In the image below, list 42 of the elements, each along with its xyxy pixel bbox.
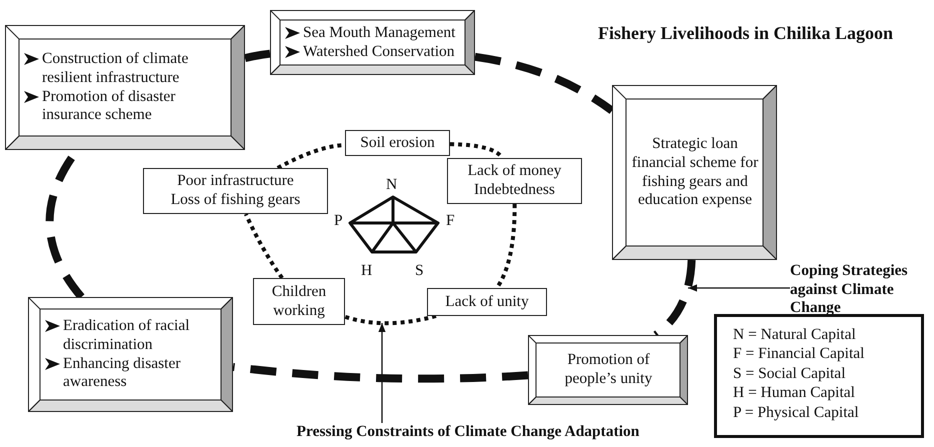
box-text: Indebtedness: [474, 181, 555, 200]
dashed-connector: [232, 363, 528, 383]
legend-text: N = Natural Capital: [733, 325, 857, 344]
dashed-connector: [474, 52, 614, 114]
leader-arrow: [378, 323, 386, 423]
box-text: Promotion of people’s unity: [564, 351, 654, 389]
annotation-text: Pressing Constraints of Climate Change Adaptation: [296, 423, 640, 440]
legend-text: H = Human Capital: [733, 383, 856, 402]
dotted-connector: [450, 142, 504, 160]
box-text: Loss of fishing gears: [170, 191, 300, 210]
box-text: Lack of money: [468, 162, 562, 181]
legend-text: F = Financial Capital: [733, 344, 866, 364]
constraint-box: [345, 130, 450, 156]
constraint-box: [253, 278, 345, 325]
annotation-text: Coping Strategies against Climate Change: [790, 262, 908, 316]
legend-text: P = Physical Capital: [733, 402, 860, 422]
constraint-box: [427, 288, 547, 316]
box-text: Lack of unity: [445, 292, 529, 312]
legend-text: S = Social Capital: [733, 364, 846, 384]
constraint-box: [143, 168, 328, 214]
dotted-connector: [244, 213, 284, 280]
box-text: Soil erosion: [360, 134, 435, 152]
bullet-text: Eradication of racial discrimination: [63, 317, 191, 354]
dotted-connector: [344, 314, 436, 326]
dotted-connector: [495, 204, 517, 290]
bullet-text: Promotion of disaster insurance scheme: [42, 88, 176, 125]
capital-letter: N: [386, 176, 398, 194]
title: Fishery Livelihoods in Chilika Lagoon: [598, 23, 894, 44]
capital-letter: H: [361, 262, 372, 280]
capital-letter: F: [446, 212, 455, 230]
capital-letter: S: [415, 262, 424, 280]
constraint-box: [447, 158, 582, 204]
dashed-connector: [244, 50, 270, 62]
bullet-text: Construction of climate resilient infrastructure: [42, 50, 190, 88]
leader-arrow: [688, 284, 790, 292]
box-text: Children working: [270, 282, 328, 320]
box-text: Strategic loan financial scheme for fishing gears and education expense: [631, 135, 759, 210]
box-text: Poor infrastructure: [177, 172, 294, 191]
bullet-text: Enhancing disaster awareness: [63, 354, 182, 392]
capital-letter: P: [334, 212, 343, 230]
bullet-text: Watershed Conservation: [303, 42, 455, 62]
bullet-text: Sea Mouth Management: [303, 24, 456, 42]
